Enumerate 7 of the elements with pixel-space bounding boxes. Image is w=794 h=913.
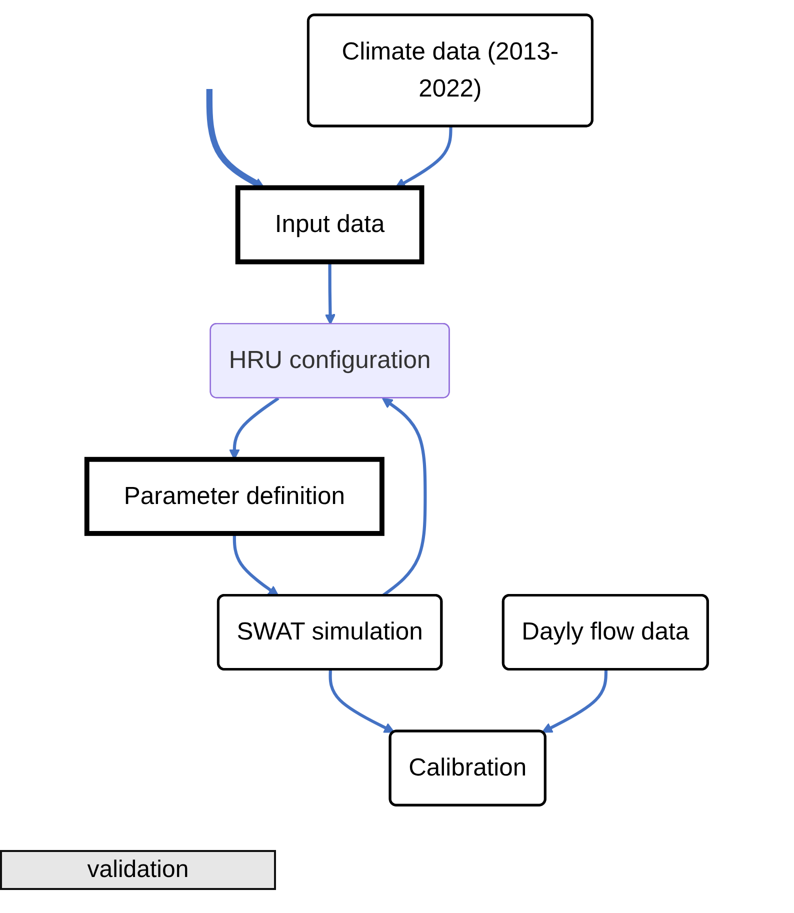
node-box: Input data [235, 185, 424, 264]
node-box: Parameter definition [84, 456, 384, 536]
arrow [324, 262, 336, 325]
arrow [232, 533, 279, 596]
arrow [328, 670, 394, 733]
arrow [541, 670, 608, 733]
table-header-cell: validation [0, 850, 276, 890]
